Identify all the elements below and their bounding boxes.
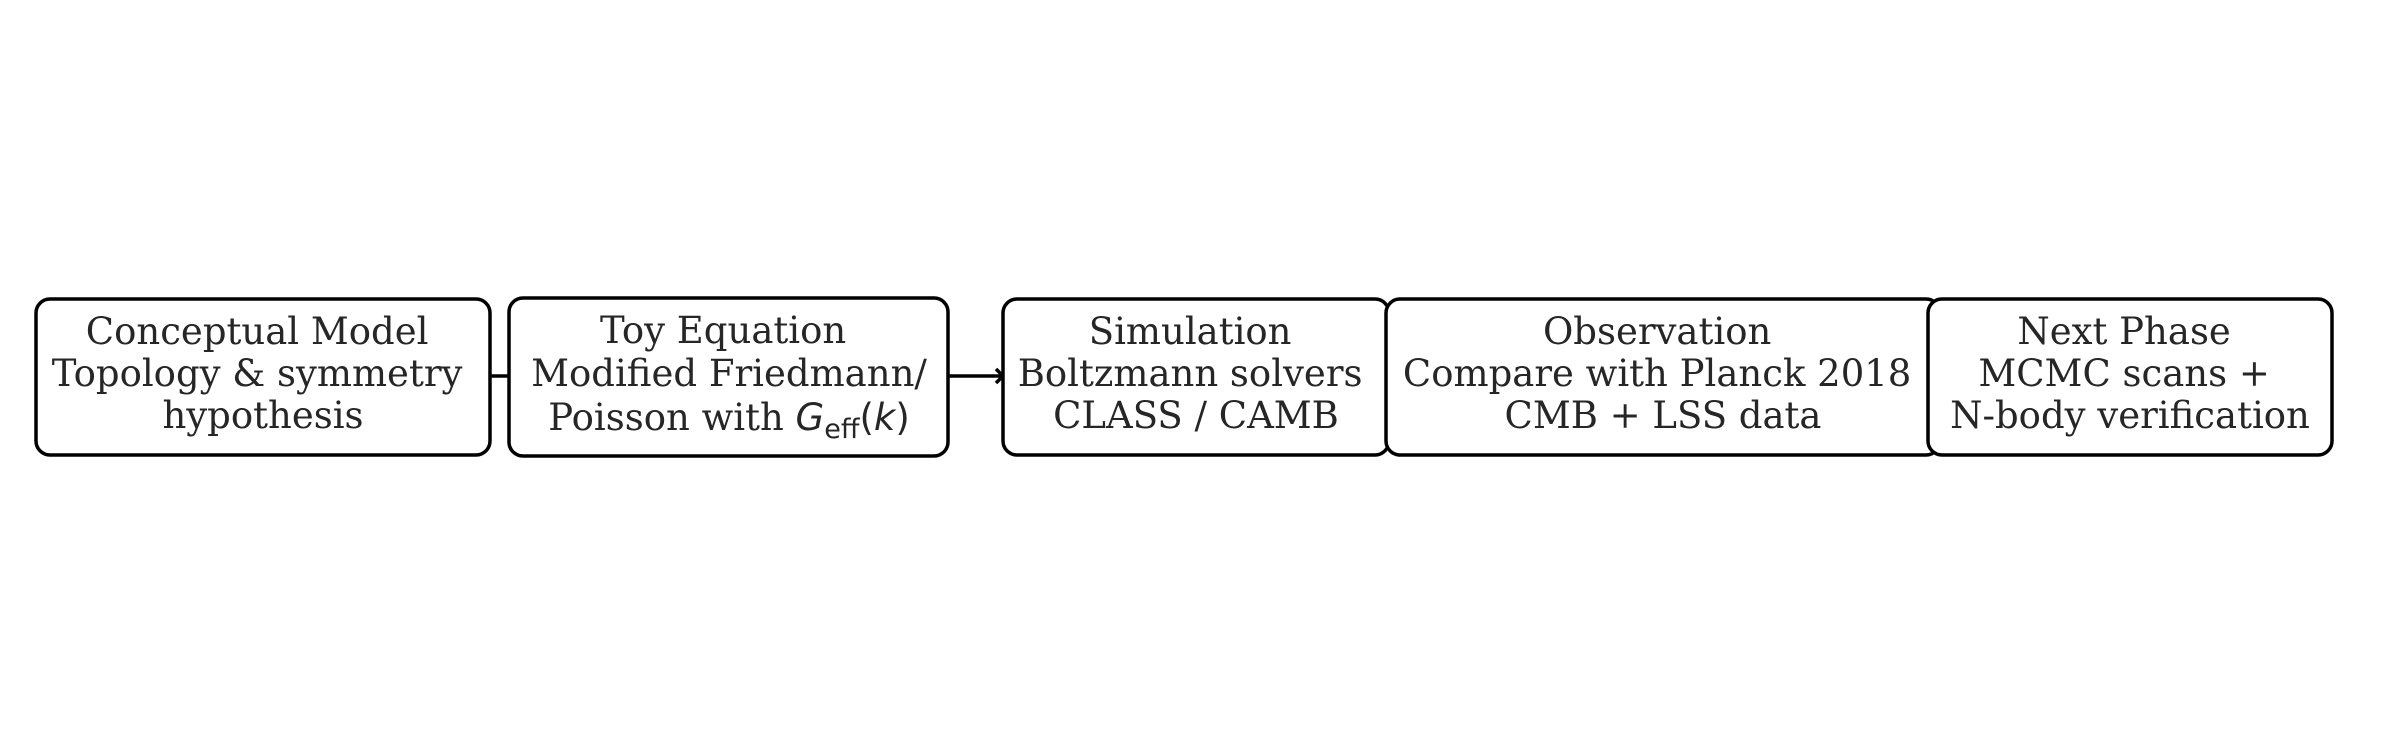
step-conceptual-model: Conceptual Model Topology & symmetry hyp…	[34, 297, 492, 457]
step-simulation: Simulation Boltzmann solvers CLASS / CAM…	[1001, 297, 1391, 457]
svg-text:Simulation Boltzmann sol: Simulation Boltzmann solvers CLASS / CAM…	[1018, 310, 1375, 437]
math-paren-open: (	[859, 396, 873, 439]
step-title: Observation	[1543, 310, 1771, 353]
step-line: CMB + LSS data	[1505, 394, 1822, 437]
step-title: Next Phase	[2017, 310, 2230, 353]
math-argument: k	[874, 396, 897, 439]
step-box	[34, 297, 492, 457]
step-observation: Observation Compare with Planck 2018 CMB…	[1384, 297, 1942, 457]
step-box	[507, 296, 950, 458]
math-subscript: eff	[824, 414, 861, 445]
step-toy-equation: Toy Equation Modified Friedmann/ Poisson…	[507, 296, 950, 458]
step-line: Boltzmann solvers	[1018, 352, 1363, 395]
svg-text:Conceptual Model Topolog: Conceptual Model Topology & symmetry hyp…	[52, 310, 474, 437]
step-box	[1926, 297, 2334, 457]
svg-text:Toy Equation Modified Fr: Toy Equation Modified Friedmann/	[531, 309, 927, 395]
step-line: hypothesis	[162, 394, 363, 437]
math-symbol: G	[796, 396, 825, 439]
step-line: Topology & symmetry	[52, 352, 463, 395]
step-line-with-math: Poisson with Geff(k)	[548, 396, 910, 445]
step-line: MCMC scans +	[1978, 352, 2270, 395]
svg-text:Next Phase MCMC scans +: Next Phase MCMC scans + N-body verificat…	[1950, 310, 2310, 437]
math-paren-close: )	[895, 396, 909, 439]
step-title: Toy Equation	[600, 309, 846, 352]
step-line: Compare with Planck 2018	[1403, 352, 1911, 395]
step-title: Simulation	[1089, 310, 1292, 353]
step-line: N-body verification	[1950, 394, 2310, 437]
step-next-phase: Next Phase MCMC scans + N-body verificat…	[1926, 297, 2334, 457]
svg-text:Observation Compare with: Observation Compare with Planck 2018 CMB…	[1403, 310, 1923, 437]
step-line: Modified Friedmann/	[531, 352, 927, 395]
step-line: Poisson with	[548, 396, 795, 439]
step-line: CLASS / CAMB	[1053, 394, 1339, 437]
step-title: Conceptual Model	[86, 310, 429, 353]
